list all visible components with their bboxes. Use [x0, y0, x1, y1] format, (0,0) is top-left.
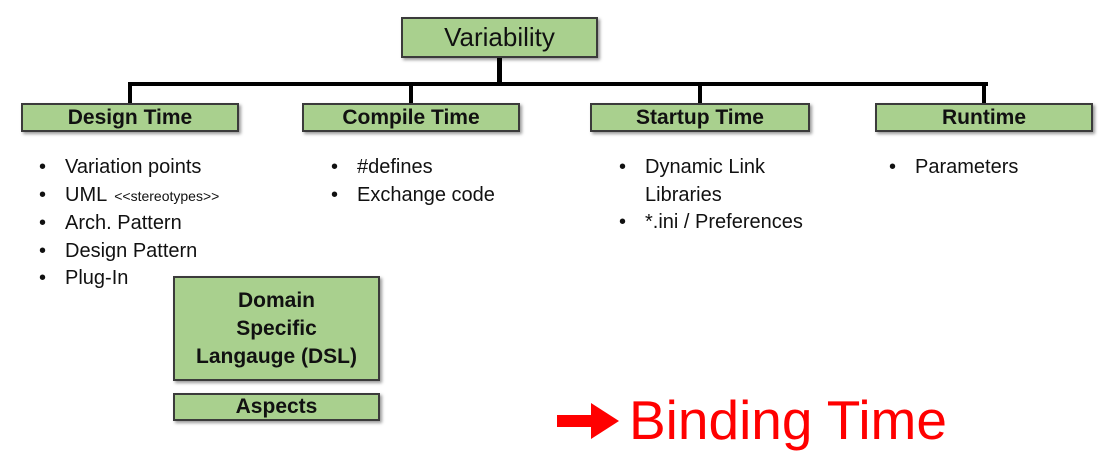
arrow-right-icon [557, 401, 619, 441]
list-item-label: UML [65, 183, 108, 206]
root-box-variability: Variability [401, 17, 598, 58]
connector-drop-runtime [982, 84, 986, 103]
list-item: • UML <<stereotypes>> [30, 182, 219, 211]
branch-title: Runtime [942, 105, 1026, 129]
branch-box-compile-time: Compile Time [302, 103, 520, 132]
list-item: • Variation points [30, 154, 219, 182]
list-item-label: Dynamic Link Libraries [645, 156, 766, 206]
dsl-label-line: Specific [236, 316, 317, 340]
branch-title: Startup Time [636, 105, 764, 129]
compile-time-list: • #defines • Exchange code [322, 154, 495, 209]
bullet-icon: • [39, 267, 47, 289]
bullet-icon: • [331, 183, 339, 206]
list-item-label: Design Pattern [65, 239, 198, 262]
bullet-icon: • [39, 212, 47, 234]
root-label: Variability [444, 22, 555, 52]
aspects-label: Aspects [235, 395, 318, 418]
list-item-label: Plug-In [65, 267, 129, 289]
bullet-icon: • [39, 183, 47, 206]
branch-title: Compile Time [342, 105, 480, 129]
connector-drop-design [128, 84, 132, 103]
dsl-box: Domain Specific Langauge (DSL) [173, 276, 380, 381]
branch-box-design-time: Design Time [21, 103, 239, 132]
connector-root-vertical [497, 58, 502, 84]
design-time-list: • Variation points • UML <<stereotypes>>… [30, 154, 219, 293]
list-item-label: Variation points [65, 156, 202, 178]
connector-drop-compile [409, 84, 413, 103]
branch-box-runtime: Runtime [875, 103, 1093, 132]
bullet-icon: • [331, 156, 339, 178]
list-item-label: Exchange code [357, 183, 495, 206]
list-item: • Arch. Pattern [30, 210, 219, 238]
runtime-list: • Parameters [880, 154, 1018, 182]
connector-drop-startup [698, 84, 702, 103]
dsl-label-line: Domain [237, 288, 315, 312]
bullet-icon: • [39, 156, 47, 178]
list-item-label: #defines [357, 156, 433, 178]
list-item: • Plug-In [30, 265, 219, 293]
list-item: • *.ini / Preferences [610, 209, 803, 237]
bullet-icon: • [619, 211, 627, 233]
list-item-label: Arch. Pattern [65, 212, 182, 234]
startup-time-list: • Dynamic Link Libraries • *.ini / Prefe… [610, 154, 803, 237]
list-item: • Design Pattern [30, 238, 219, 266]
list-item-label: *.ini / Preferences [645, 211, 803, 233]
branch-title: Design Time [67, 105, 193, 129]
list-item-suffix: <<stereotypes>> [114, 187, 220, 204]
connector-horizontal [128, 82, 988, 86]
binding-time-label: Binding Time [629, 389, 947, 451]
branch-box-startup-time: Startup Time [590, 103, 810, 132]
dsl-label-line: Langauge (DSL) [196, 344, 357, 368]
list-item: • Parameters [880, 154, 1018, 182]
aspects-box: Aspects [173, 393, 380, 421]
bullet-icon: • [39, 239, 47, 262]
bullet-icon: • [889, 156, 897, 178]
list-item: • Dynamic Link Libraries [610, 154, 803, 209]
list-item: • #defines [322, 154, 495, 182]
list-item: • Exchange code [322, 182, 495, 210]
binding-time-annotation: Binding Time [557, 393, 947, 448]
bullet-icon: • [619, 156, 627, 178]
list-item-label: Parameters [915, 156, 1019, 178]
